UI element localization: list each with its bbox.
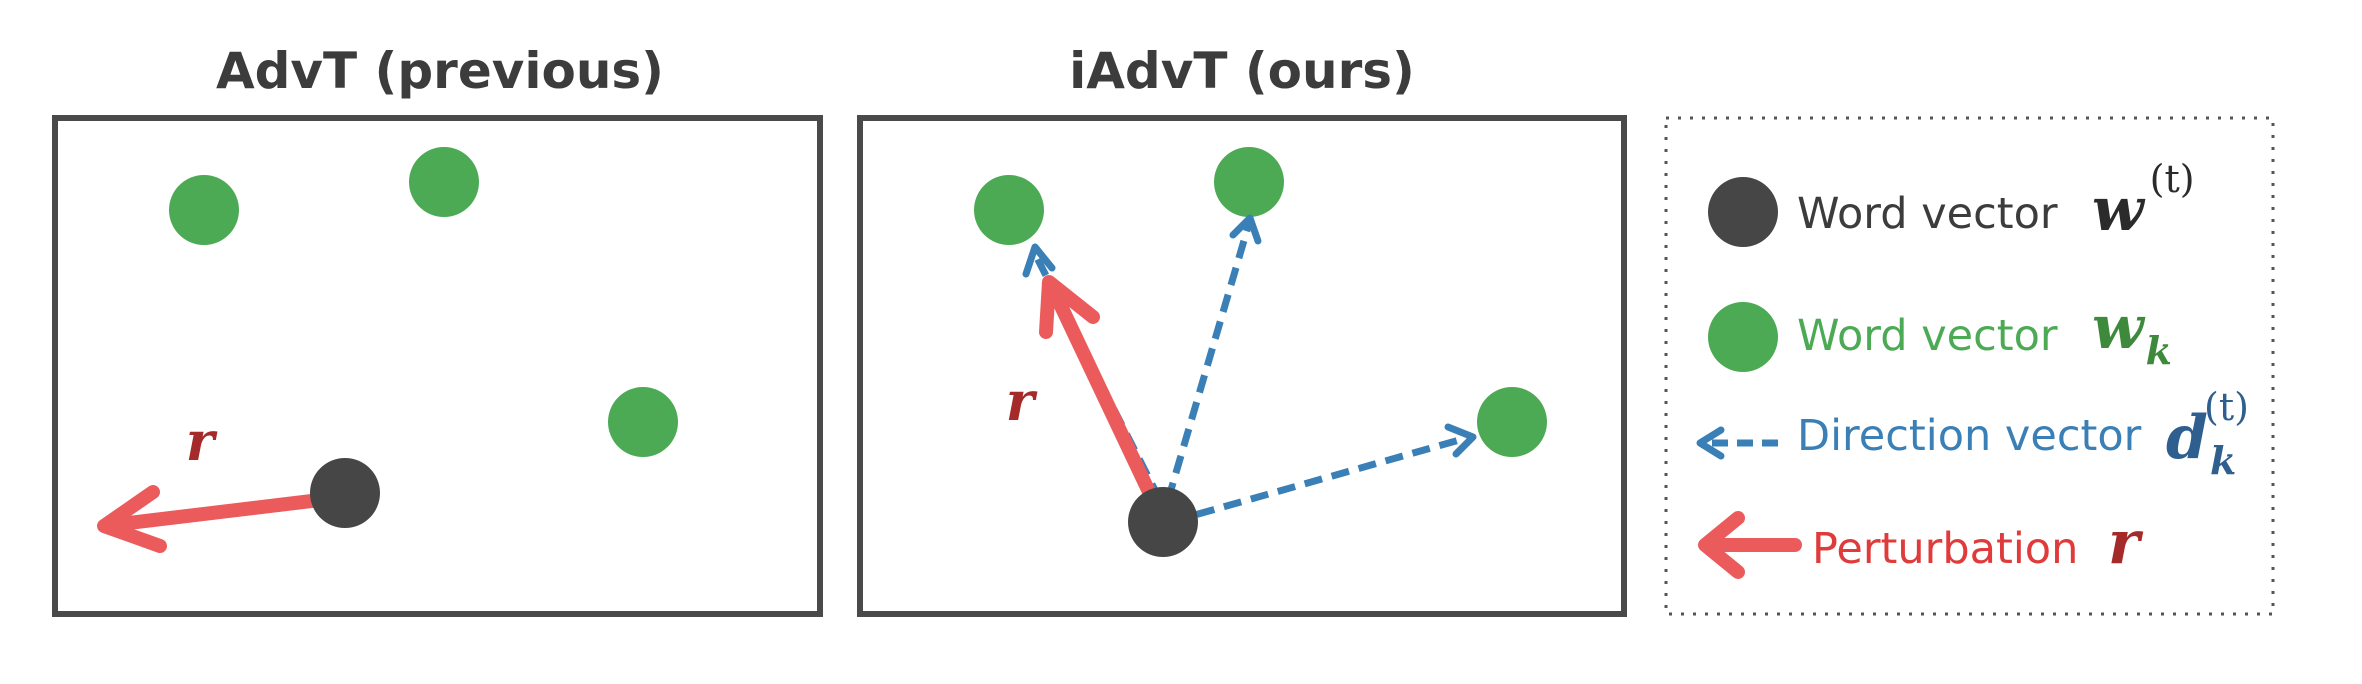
legend-direction-vector-head — [1696, 426, 1725, 460]
legend-word-vector-k-marker — [1708, 302, 1778, 372]
legend-word-vector-k-label: Word vector — [1797, 311, 2058, 361]
left-perturbation-arrow-shaft — [105, 493, 327, 532]
legend-word-vector-t-label: Word vector — [1797, 189, 2058, 239]
right-word-vector-k-3 — [1477, 387, 1547, 457]
right-word-vector-k-1 — [974, 175, 1044, 245]
right-word-vector-t — [1128, 487, 1198, 557]
direction-vector-2 — [1164, 219, 1254, 501]
direction-vector-2-head — [1229, 214, 1262, 245]
direction-vector-3-head — [1444, 423, 1477, 458]
left-word-vector-k-3 — [608, 387, 678, 457]
legend-perturbation-math: r — [2108, 508, 2144, 578]
left-perturbation-label: r — [186, 409, 218, 473]
direction-vector-1-head — [1022, 243, 1056, 278]
left-panel-title: AdvT (previous) — [216, 42, 664, 100]
right-perturbation-arrow-head — [1039, 275, 1100, 339]
direction-vector-3 — [1169, 433, 1471, 526]
legend-direction-vector-label: Direction vector — [1797, 411, 2142, 461]
legend-word-vector-k-math: wk — [2092, 293, 2172, 373]
left-perturbation-arrow-head — [97, 485, 167, 553]
right-word-vector-k-2 — [1214, 147, 1284, 217]
legend-perturbation-label: Perturbation — [1812, 524, 2078, 574]
left-word-vector-k-1 — [169, 175, 239, 245]
legend-word-vector-t-marker — [1708, 177, 1778, 247]
right-perturbation-arrow-shaft — [1045, 280, 1167, 522]
legend-perturbation-head — [1698, 511, 1745, 579]
legend-word-vector-t-math: w(t) — [2092, 157, 2195, 245]
right-perturbation-label: r — [1006, 369, 1038, 433]
legend-direction-vector-math: dk — [2166, 403, 2236, 483]
left-word-vector-k-2 — [409, 147, 479, 217]
right-panel-title: iAdvT (ours) — [1069, 42, 1415, 100]
left-word-vector-t — [310, 458, 380, 528]
legend-direction-vector-sup: (t) — [2204, 385, 2249, 429]
legend-frame — [1664, 116, 2275, 616]
